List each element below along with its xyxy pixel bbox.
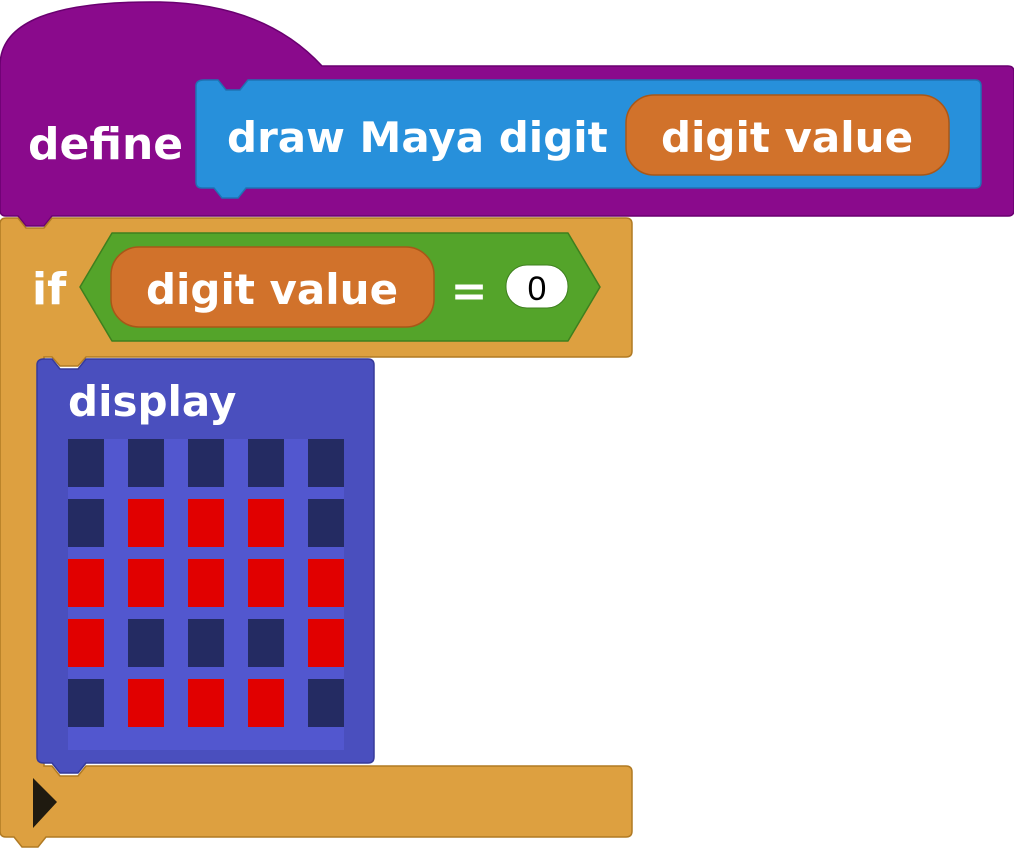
led-cell[interactable] <box>188 679 224 727</box>
led-cell[interactable] <box>68 619 104 667</box>
display-block[interactable]: display <box>36 358 375 774</box>
procedure-prototype[interactable]: draw Maya digit digit value <box>195 79 982 199</box>
define-keyword: define <box>28 119 183 170</box>
param-reporter-definition[interactable]: digit value <box>625 94 950 176</box>
led-cell[interactable] <box>308 619 344 667</box>
led-cell[interactable] <box>188 499 224 547</box>
value-input-text: 0 <box>528 270 547 308</box>
led-cell[interactable] <box>308 679 344 727</box>
led-cell[interactable] <box>188 439 224 487</box>
led-matrix[interactable] <box>68 439 344 727</box>
if-keyword: if <box>32 264 67 315</box>
param-reporter-condition[interactable]: digit value <box>110 246 435 328</box>
value-input[interactable]: 0 <box>505 264 569 309</box>
led-cell[interactable] <box>128 619 164 667</box>
led-cell[interactable] <box>308 439 344 487</box>
condition-left-label: digit value <box>146 265 398 314</box>
led-cell[interactable] <box>68 439 104 487</box>
procedure-name: draw Maya digit <box>227 113 608 162</box>
led-cell[interactable] <box>248 439 284 487</box>
led-cell[interactable] <box>248 499 284 547</box>
led-cell[interactable] <box>68 679 104 727</box>
param-label: digit value <box>661 113 913 162</box>
led-cell[interactable] <box>128 439 164 487</box>
if-block[interactable]: if digit value = 0 <box>0 217 633 848</box>
led-cell[interactable] <box>128 679 164 727</box>
led-cell[interactable] <box>308 499 344 547</box>
led-cell[interactable] <box>128 499 164 547</box>
led-cell[interactable] <box>128 559 164 607</box>
display-label: display <box>68 377 236 426</box>
led-cell[interactable] <box>248 619 284 667</box>
led-cell[interactable] <box>68 499 104 547</box>
define-block[interactable]: define draw Maya digit digit value <box>0 1 1014 227</box>
led-cell[interactable] <box>248 559 284 607</box>
triangle-right-icon[interactable] <box>33 778 57 828</box>
led-cell[interactable] <box>188 619 224 667</box>
led-cell[interactable] <box>188 559 224 607</box>
led-cell[interactable] <box>308 559 344 607</box>
led-cell[interactable] <box>248 679 284 727</box>
equals-condition[interactable]: digit value = 0 <box>79 232 601 342</box>
equals-operator: = <box>451 266 488 317</box>
led-cell[interactable] <box>68 559 104 607</box>
